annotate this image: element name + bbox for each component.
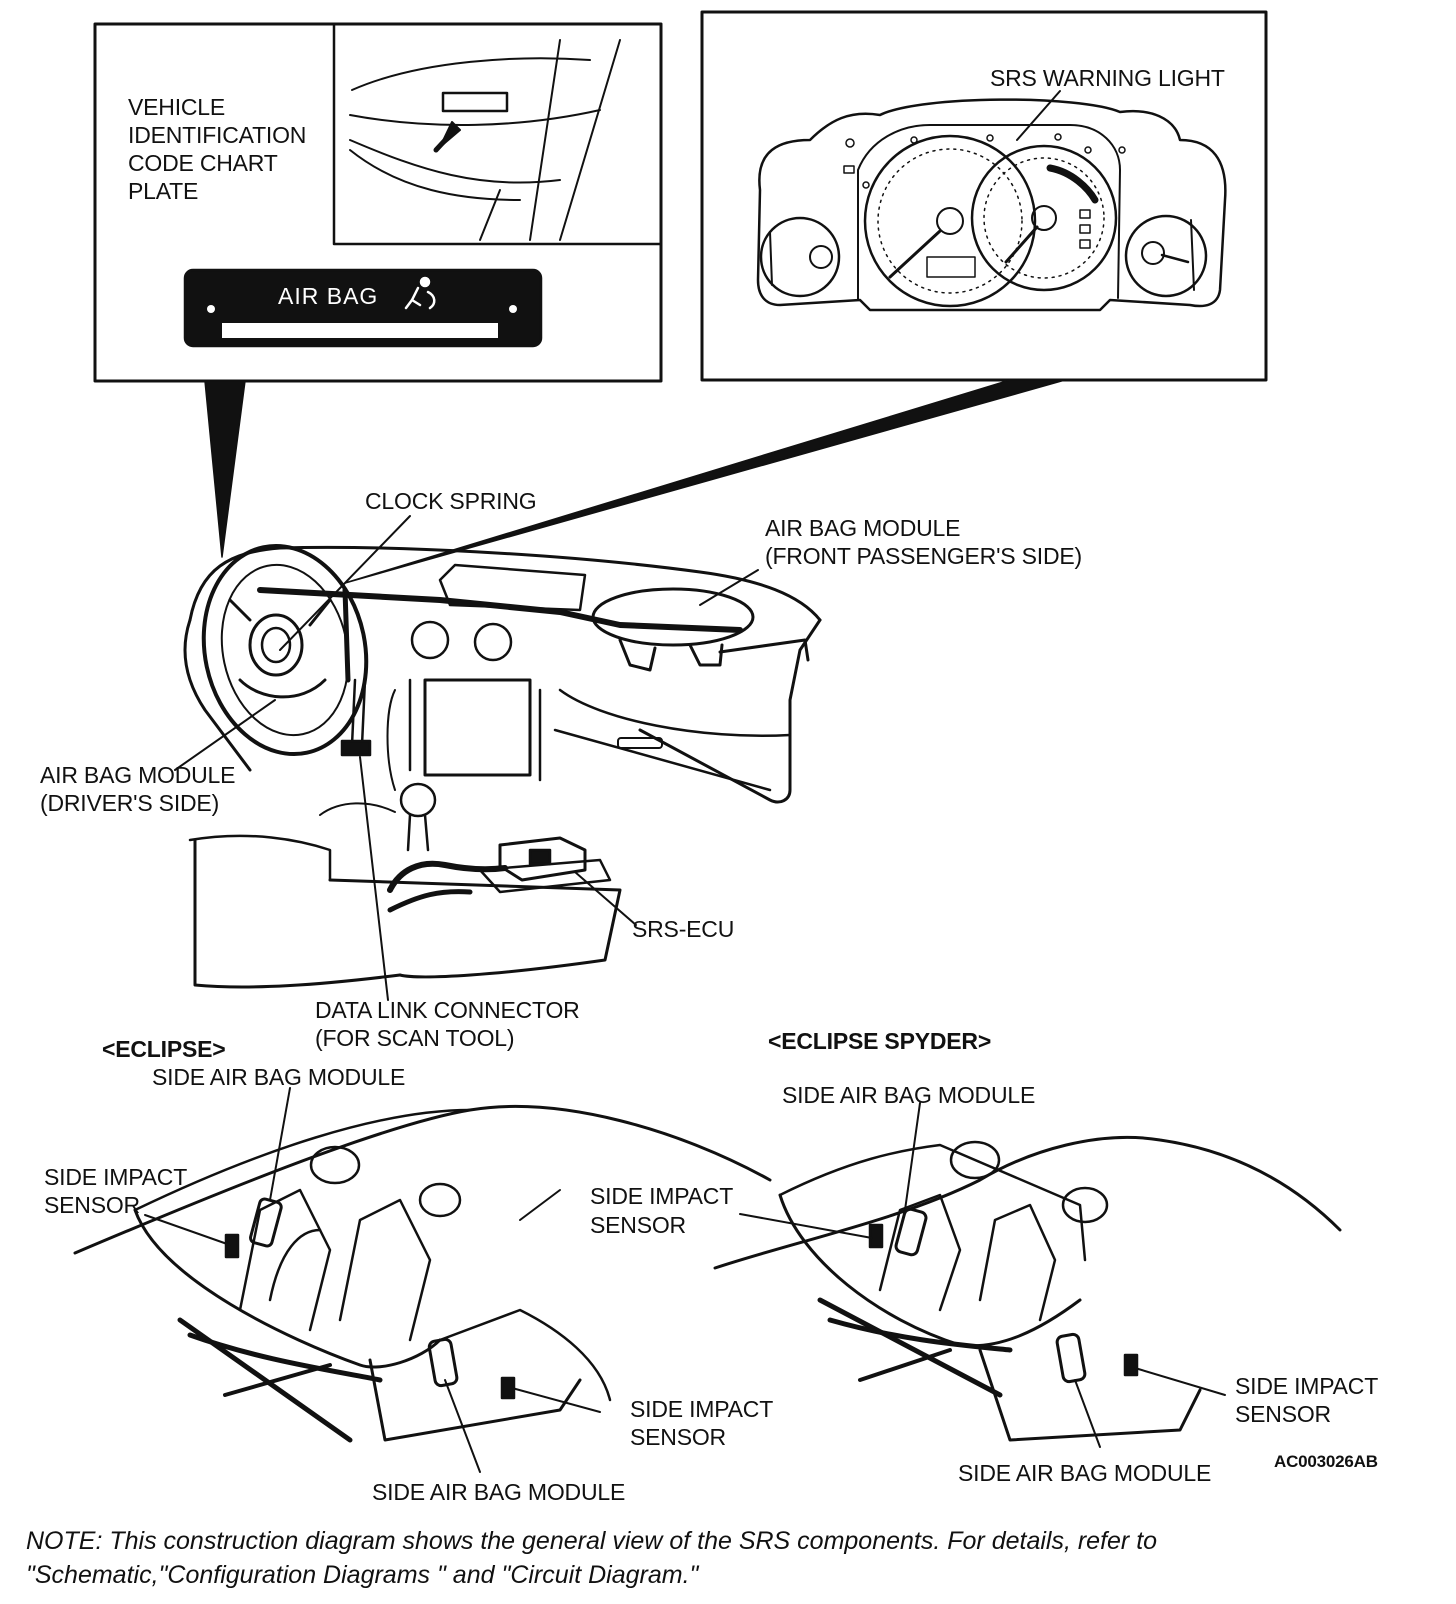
dashboard-drawing <box>174 515 822 1001</box>
data-link-label-1: DATA LINK CONNECTOR <box>315 997 580 1023</box>
vin-label-line-1: VEHICLE <box>128 94 226 120</box>
clock-spring-label: CLOCK SPRING <box>365 488 537 514</box>
plate-text: AIR BAG <box>278 283 379 309</box>
figure-code: AC003026AB <box>1274 1452 1378 1471</box>
eclipse-side-impact-left-1: SIDE IMPACT <box>44 1164 188 1190</box>
spyder-side-impact-1: SIDE IMPACT <box>1235 1373 1379 1399</box>
srs-ecu-label: SRS-ECU <box>632 916 735 942</box>
cluster-callout <box>344 10 1268 584</box>
eclipse-side-impact-mid-2: SENSOR <box>590 1212 686 1238</box>
vin-label-line-4: PLATE <box>128 178 199 204</box>
driver-module-label-1: AIR BAG MODULE <box>40 762 236 788</box>
data-link-label-2: (FOR SCAN TOOL) <box>315 1025 515 1051</box>
note-line-1: NOTE: This construction diagram shows th… <box>26 1527 1158 1555</box>
vin-label-line-2: IDENTIFICATION <box>128 122 307 148</box>
vin-callout <box>93 22 663 558</box>
srs-warning-light-label: SRS WARNING LIGHT <box>990 65 1225 91</box>
spyder-side-airbag-top: SIDE AIR BAG MODULE <box>782 1082 1036 1108</box>
eclipse-drawing <box>73 1087 772 1473</box>
spyder-drawing <box>713 1102 1342 1448</box>
eclipse-side-airbag-bottom: SIDE AIR BAG MODULE <box>372 1479 626 1505</box>
note-line-2: "Schematic,"Configuration Diagrams " and… <box>26 1561 699 1589</box>
spyder-title: <ECLIPSE SPYDER> <box>768 1028 992 1054</box>
vin-label-line-3: CODE CHART <box>128 150 278 176</box>
note-text: NOTE: This construction diagram shows th… <box>26 1524 1426 1592</box>
eclipse-side-impact-right-1: SIDE IMPACT <box>630 1396 774 1422</box>
eclipse-side-impact-right-2: SENSOR <box>630 1424 726 1450</box>
driver-module-label-2: (DRIVER'S SIDE) <box>40 790 220 816</box>
eclipse-side-impact-left-2: SENSOR <box>44 1192 140 1218</box>
passenger-module-label-2: (FRONT PASSENGER'S SIDE) <box>765 543 1082 569</box>
spyder-side-impact-2: SENSOR <box>1235 1401 1331 1427</box>
airbag-person-icon <box>404 276 436 310</box>
spyder-side-airbag-bottom: SIDE AIR BAG MODULE <box>958 1460 1212 1486</box>
passenger-module-label-1: AIR BAG MODULE <box>765 515 961 541</box>
eclipse-side-airbag-top: SIDE AIR BAG MODULE <box>152 1064 406 1090</box>
eclipse-title: <ECLIPSE> <box>102 1036 226 1062</box>
eclipse-side-impact-mid-1: SIDE IMPACT <box>590 1183 734 1209</box>
